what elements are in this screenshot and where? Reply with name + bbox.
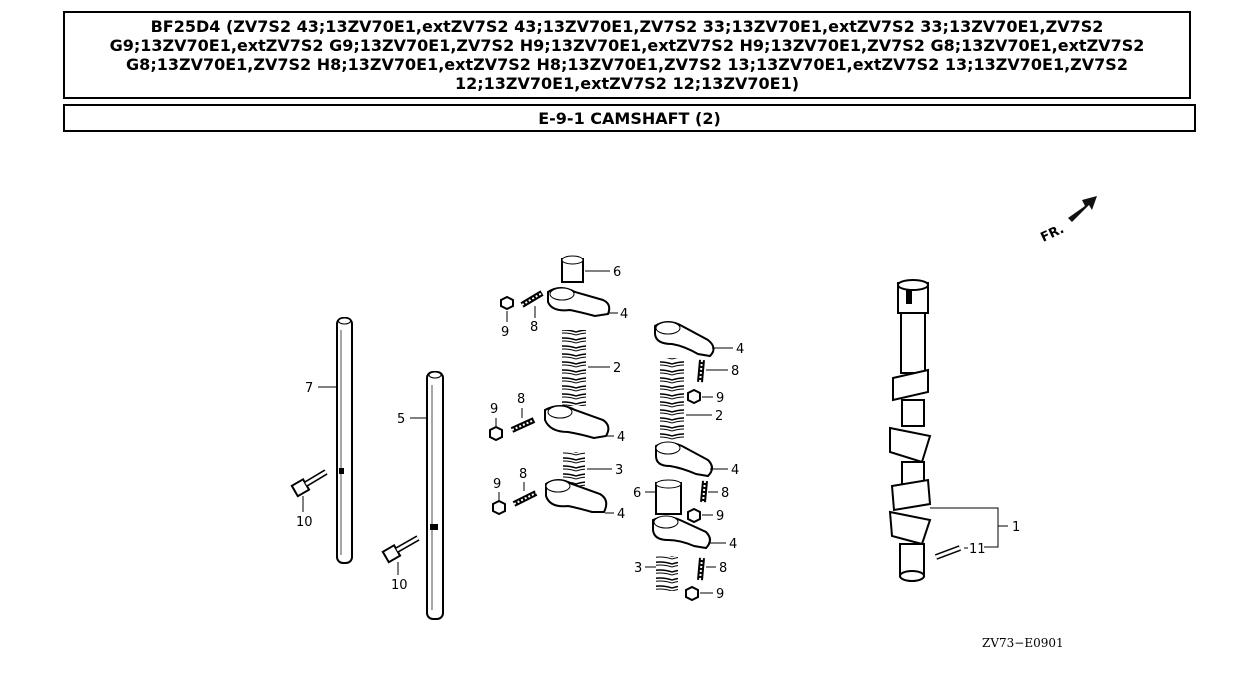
adjusting-screw-8-c [512,490,538,507]
callout-8-a: 8 [530,320,538,335]
callout-4-b: 4 [617,430,625,445]
callout-6-bottom: 6 [633,486,641,501]
callout-8-c: 8 [519,467,527,482]
rocker-arm-4-f [652,515,711,550]
rocker-arm-4-b [544,405,610,440]
dowel-pin-11 [934,545,962,560]
diagram-code: ZV73−E0901 [982,636,1064,650]
spring-2-left [562,330,586,406]
spring-2-right [660,358,684,440]
callout-10-right: 10 [391,578,408,593]
callout-4-c: 4 [617,507,625,522]
lock-nut-9-d [687,388,701,405]
bolt-10-right [381,535,420,564]
adjusting-screw-8-d [697,359,705,383]
collar-6-bottom [655,479,682,515]
callout-9-b: 9 [490,402,498,417]
rocker-shaft-5 [426,371,444,620]
lock-nut-9-f [685,585,699,602]
rocker-arm-4-a [547,287,611,318]
lock-nut-9-c [492,499,506,516]
callout-4-d: 4 [736,342,744,357]
lock-nut-9-e [687,507,701,524]
camshaft-1 [888,279,932,582]
callout-8-e: 8 [721,486,729,501]
callout-6-top: 6 [613,265,621,280]
lock-nut-9-a [500,295,514,311]
rocker-arm-4-d [654,321,715,358]
adjusting-screw-8-a [520,290,544,308]
callout-8-f: 8 [719,561,727,576]
callout-2-right: 2 [715,409,723,424]
spring-3-left [563,452,585,486]
callout-9-e: 9 [716,509,724,524]
lock-nut-9-b [489,425,503,442]
spring-3-right [656,556,678,591]
callout-7: 7 [305,381,313,396]
callout-4-e: 4 [731,463,739,478]
adjusting-screw-8-f [697,557,705,581]
callout-3-left: 3 [615,463,623,478]
callout-3-right: 3 [634,561,642,576]
callout-4-a: 4 [620,307,628,322]
callout-11: 11 [969,542,986,557]
callout-9-c: 9 [493,477,501,492]
parts-diagram: FR. 7 5 10 10 6 4 [290,196,1097,650]
callout-9-d: 9 [716,391,724,406]
collar-6-top [561,255,584,283]
fr-label: FR. [1038,222,1066,246]
page-title: BF25D4 (ZV7S2 43;13ZV70E1,extZV7S2 43;13… [63,11,1191,99]
section-title-text: E-9-1 CAMSHAFT (2) [538,108,721,128]
callout-9-f: 9 [716,587,724,602]
callout-2-left: 2 [613,361,621,376]
model-title-text: BF25D4 (ZV7S2 43;13ZV70E1,extZV7S2 43;13… [109,17,1145,93]
adjusting-screw-8-b [510,417,536,433]
rocker-shaft-7 [336,317,353,564]
callout-10-left: 10 [296,515,313,530]
section-header: E-9-1 CAMSHAFT (2) [63,104,1196,132]
adjusting-screw-8-e [700,480,708,503]
callout-4-f: 4 [729,537,737,552]
callout-8-d: 8 [731,364,739,379]
callout-5: 5 [397,412,405,427]
callout-8-b: 8 [517,392,525,407]
callout-1: 1 [1012,520,1020,535]
front-arrow-icon: FR. [1038,196,1097,246]
callout-9-a: 9 [501,325,509,340]
rocker-arm-4-c [545,479,608,513]
rocker-arm-4-e [655,441,713,478]
bolt-10-left [290,469,328,498]
